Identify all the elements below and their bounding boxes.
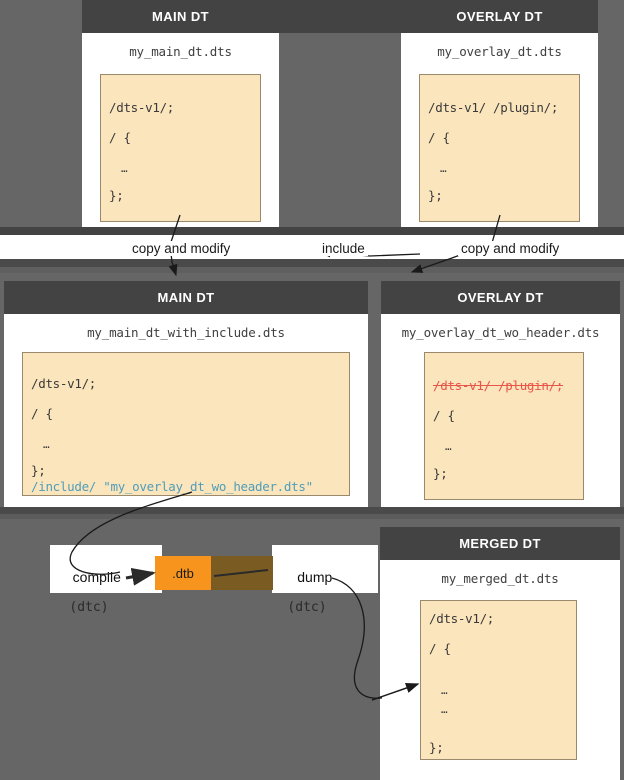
- code-line: /dts-v1/ /plugin/;: [428, 100, 559, 115]
- divider-mid: [0, 259, 624, 267]
- code-line: };: [433, 466, 448, 481]
- divider-top: [0, 227, 624, 235]
- panel-top-main-dt-header: MAIN DT: [82, 0, 279, 33]
- code-line: …: [43, 438, 51, 451]
- panel-mid-main-dt-header: MAIN DT: [4, 281, 368, 314]
- code-line: …: [121, 162, 129, 175]
- code-line-include: /include/ "my_overlay_dt_wo_header.dts": [31, 479, 313, 494]
- code-line: …: [440, 162, 448, 175]
- panel-mid-main-dt: MAIN DT my_main_dt_with_include.dts /dts…: [4, 281, 368, 507]
- code-line: };: [428, 188, 443, 203]
- panel-mid-overlay-dt-body: my_overlay_dt_wo_header.dts /dts-v1/ /pl…: [381, 314, 620, 507]
- panel-merged-dt-header: MERGED DT: [380, 527, 620, 560]
- panel-top-overlay-dt-body: my_overlay_dt.dts /dts-v1/ /plugin/; / {…: [401, 33, 598, 227]
- code-line: /dts-v1/;: [109, 100, 175, 115]
- panel-merged-dt: MERGED DT my_merged_dt.dts /dts-v1/; / {…: [380, 527, 620, 780]
- dump-label-text: dump: [297, 569, 333, 586]
- code-line: / {: [109, 130, 131, 145]
- flow-label-include: include: [319, 241, 368, 256]
- dtb-artifact-box: .dtb: [155, 556, 211, 590]
- file-name-my-main-dt: my_main_dt.dts: [129, 44, 232, 59]
- panel-mid-overlay-dt: OVERLAY DT my_overlay_dt_wo_header.dts /…: [381, 281, 620, 507]
- code-line: / {: [428, 130, 450, 145]
- compile-tool-text: (dtc): [69, 600, 109, 616]
- dtb-artifact-label: .dtb: [172, 565, 194, 581]
- flow-label-copy-modify-right: copy and modify: [458, 241, 563, 256]
- panel-top-main-dt: MAIN DT my_main_dt.dts /dts-v1/; / { … }…: [82, 0, 279, 227]
- compile-label-text: compile: [72, 569, 121, 586]
- code-box-top-main: /dts-v1/; / { … };: [100, 74, 261, 222]
- file-name-my-main-dt-with-include: my_main_dt_with_include.dts: [87, 325, 285, 340]
- dump-label: dump (dtc): [276, 553, 338, 648]
- dump-tool-text: (dtc): [287, 600, 327, 616]
- code-line: / {: [433, 408, 455, 423]
- panel-mid-overlay-dt-header: OVERLAY DT: [381, 281, 620, 314]
- divider-mid2: [0, 267, 624, 273]
- code-line: …: [445, 440, 453, 453]
- panel-top-main-dt-body: my_main_dt.dts /dts-v1/; / { … };: [82, 33, 279, 227]
- code-line: };: [429, 740, 444, 755]
- panel-top-overlay-dt-header: OVERLAY DT: [401, 0, 598, 33]
- code-line: …: [441, 703, 449, 716]
- file-name-my-merged-dt: my_merged_dt.dts: [441, 571, 559, 586]
- code-line: /dts-v1/;: [31, 376, 97, 391]
- file-name-my-overlay-dt-wo-header: my_overlay_dt_wo_header.dts: [401, 325, 600, 340]
- code-line: };: [31, 463, 46, 478]
- panel-top-overlay-dt: OVERLAY DT my_overlay_dt.dts /dts-v1/ /p…: [401, 0, 598, 227]
- code-box-mid-overlay: /dts-v1/ /plugin/; / { … };: [424, 352, 584, 500]
- code-line: / {: [31, 406, 53, 421]
- code-line: };: [109, 188, 124, 203]
- file-name-my-overlay-dt: my_overlay_dt.dts: [437, 44, 562, 59]
- flow-label-copy-modify-left: copy and modify: [129, 241, 234, 256]
- dtb-shadow-band: [211, 556, 273, 590]
- code-box-merged: /dts-v1/; / { … … };: [420, 600, 577, 760]
- code-line: …: [441, 684, 449, 697]
- compile-label: compile (dtc): [54, 553, 124, 648]
- panel-mid-main-dt-body: my_main_dt_with_include.dts /dts-v1/; / …: [4, 314, 368, 507]
- code-box-mid-main: /dts-v1/; / { … }; /include/ "my_overlay…: [22, 352, 350, 496]
- arrow-dump-curve: [331, 577, 383, 699]
- code-line-struck: /dts-v1/ /plugin/;: [433, 378, 564, 393]
- code-box-top-overlay: /dts-v1/ /plugin/; / { … };: [419, 74, 580, 222]
- code-line: / {: [429, 641, 451, 656]
- code-line: /dts-v1/;: [429, 611, 495, 626]
- divider-lower: [0, 507, 624, 514]
- divider-lower2: [0, 514, 624, 519]
- panel-merged-dt-body: my_merged_dt.dts /dts-v1/; / { … … };: [380, 560, 620, 780]
